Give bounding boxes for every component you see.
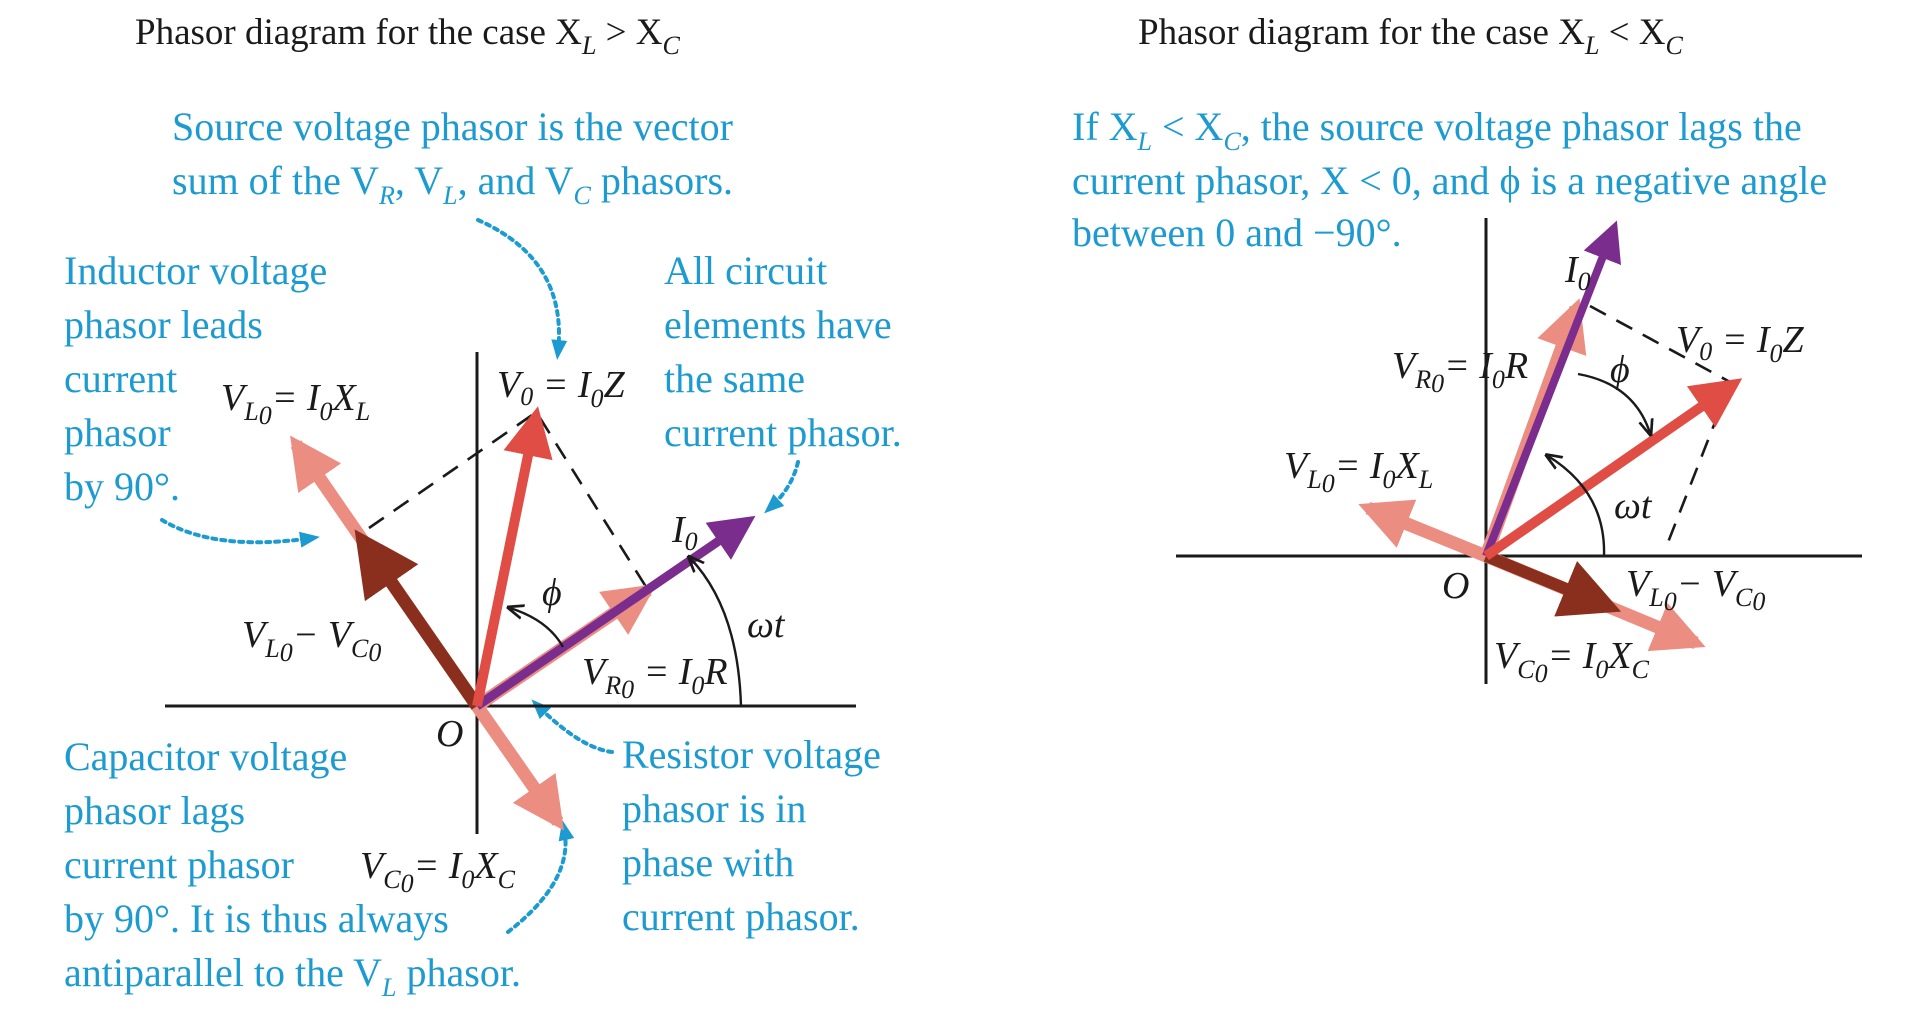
left-vc-phasor bbox=[471, 702, 564, 831]
right-vl-minus-vc-phasor bbox=[1483, 550, 1622, 617]
right-vl-phasor bbox=[1358, 499, 1489, 563]
left-panel: Phasor diagram for the case XL > XC Sour… bbox=[64, 12, 902, 1002]
callout-same-current bbox=[764, 460, 800, 514]
right-note: If XL < XC, the source voltage phasor la… bbox=[1072, 104, 1837, 255]
right-dash-i0-to-v0 bbox=[1589, 304, 1731, 384]
right-label-vr: VR0= I0R bbox=[1392, 345, 1528, 398]
left-label-vl: VL0= I0XL bbox=[221, 377, 370, 430]
right-v0-phasor bbox=[1483, 378, 1743, 561]
right-label-v0: V0 = I0Z bbox=[1676, 319, 1805, 368]
callout-capacitor bbox=[506, 820, 575, 934]
left-title: Phasor diagram for the case XL > XC bbox=[135, 12, 681, 60]
note-capacitor: Capacitor voltage phasor lags current ph… bbox=[64, 734, 521, 1002]
left-vl-minus-vc-phasor bbox=[354, 529, 483, 710]
callout-inductor bbox=[160, 518, 320, 548]
left-label-vl-minus-vc: VL0− VC0 bbox=[242, 614, 381, 667]
right-label-vl-minus-vc: VL0− VC0 bbox=[1626, 563, 1765, 616]
note-source-voltage: Source voltage phasor is the vector sum … bbox=[172, 104, 743, 210]
left-v0-phasor bbox=[472, 406, 553, 707]
right-wt-arc bbox=[1548, 456, 1606, 557]
left-phi-arc bbox=[510, 608, 565, 648]
right-label-wt: ωt bbox=[1614, 485, 1653, 527]
right-phi-arc bbox=[1577, 372, 1650, 433]
right-title: Phasor diagram for the case XL < XC bbox=[1138, 12, 1684, 60]
note-inductor: Inductor voltage phasor leads current ph… bbox=[64, 248, 337, 509]
left-label-vr: VR0 = I0R bbox=[582, 651, 728, 704]
left-wt-arc bbox=[690, 558, 743, 707]
left-label-phi: ϕ bbox=[542, 572, 562, 614]
left-label-i0: I0 bbox=[671, 509, 698, 556]
left-label-origin: O bbox=[436, 713, 463, 755]
right-label-vl: VL0= I0XL bbox=[1284, 445, 1433, 498]
right-label-i0: I0 bbox=[1564, 249, 1591, 296]
left-label-wt: ωt bbox=[747, 604, 786, 646]
left-label-v0: V0 = I0Z bbox=[497, 364, 626, 413]
left-label-vc: VC0= I0XC bbox=[360, 845, 516, 898]
callout-resistor bbox=[531, 699, 614, 754]
right-i0-phasor bbox=[1482, 220, 1621, 558]
callout-source-voltage bbox=[476, 218, 568, 360]
right-label-phi: ϕ bbox=[1610, 349, 1630, 391]
left-dash-vl-to-v0 bbox=[368, 411, 536, 530]
right-label-origin: O bbox=[1442, 565, 1469, 607]
right-label-vc: VC0= I0XC bbox=[1494, 635, 1650, 688]
right-panel: Phasor diagram for the case XL < XC If X… bbox=[1072, 12, 1862, 688]
left-i0-phasor bbox=[474, 515, 756, 710]
left-dash-v0-to-vr bbox=[538, 417, 650, 591]
note-resistor: Resistor voltage phasor is in phase with… bbox=[622, 732, 891, 939]
note-same-current: All circuit elements have the same curre… bbox=[664, 248, 902, 455]
